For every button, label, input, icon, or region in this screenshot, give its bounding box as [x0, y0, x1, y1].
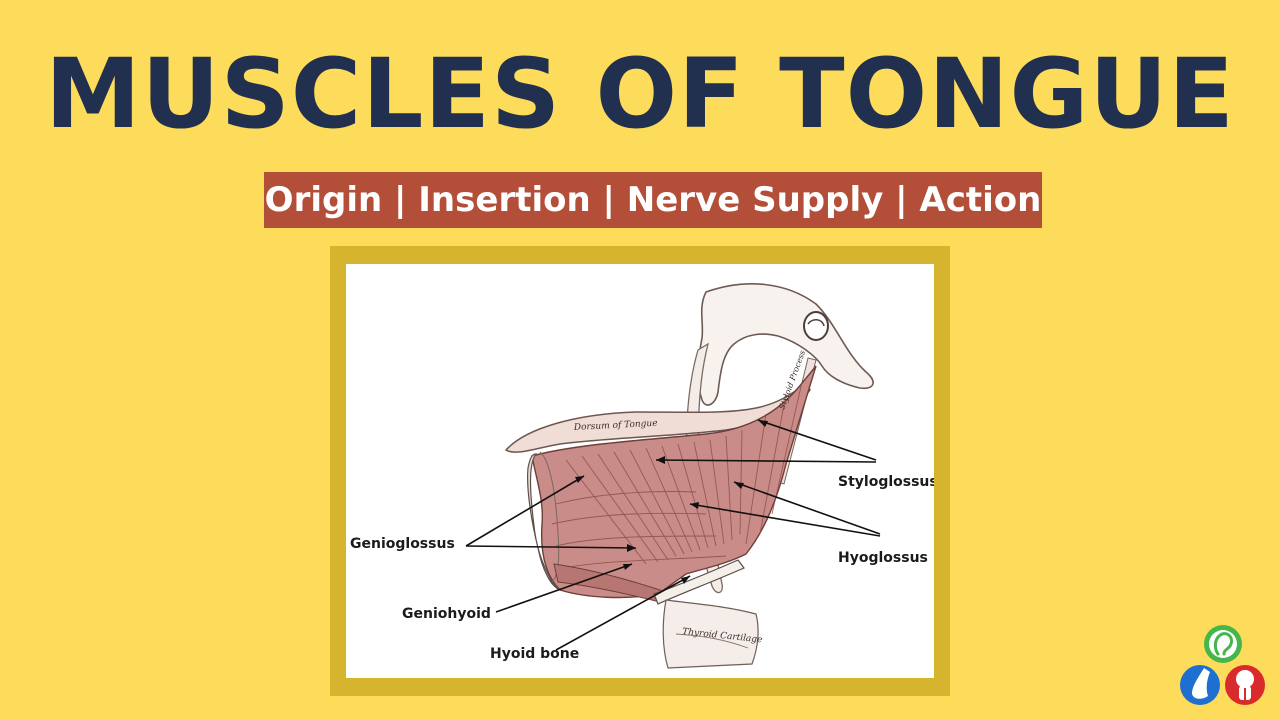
- label-genioglossus: Genioglossus: [350, 536, 455, 552]
- label-styloglossus: Styloglossus: [838, 474, 934, 490]
- muscle-mass: [531, 365, 817, 599]
- dorsum-engraved-label: Dorsum of Tongue: [573, 419, 658, 433]
- ear-icon: [1204, 625, 1242, 663]
- hyoid-bone: [653, 559, 745, 605]
- nose-icon: [1180, 665, 1220, 705]
- label-hyoid-bone: Hyoid bone: [490, 646, 580, 662]
- styloglossus-pointer-1: [757, 419, 877, 461]
- tongue-diagram-panel: Dorsum of Tongue Styloid Process Thyroid…: [346, 264, 934, 678]
- subtitle-banner: Origin | Insertion | Nerve Supply | Acti…: [264, 172, 1042, 228]
- page-title: MUSCLES OF TONGUE: [45, 38, 1235, 150]
- styloglossus-pointer-2: [655, 459, 877, 463]
- hyoglossus-pointer-2: [689, 503, 881, 537]
- hyoid-bone-pointer: [555, 575, 691, 651]
- ent-logo: [1178, 624, 1268, 708]
- hyoglossus-pointer-1: [733, 481, 881, 535]
- mandible-front: [527, 453, 561, 591]
- tongue-muscles-illustration: Dorsum of Tongue Styloid Process Thyroid…: [465, 283, 881, 669]
- throat-icon: [1225, 665, 1265, 705]
- genioglossus-pointer-1: [465, 475, 585, 547]
- ear-canal: [803, 311, 829, 341]
- thyroid-cartilage: [662, 599, 759, 669]
- label-hyoglossus: Hyoglossus: [838, 550, 928, 566]
- geniohyoid-pointer: [495, 563, 633, 613]
- genioglossus-pointer-2: [465, 545, 637, 549]
- label-geniohyoid: Geniohyoid: [402, 606, 491, 622]
